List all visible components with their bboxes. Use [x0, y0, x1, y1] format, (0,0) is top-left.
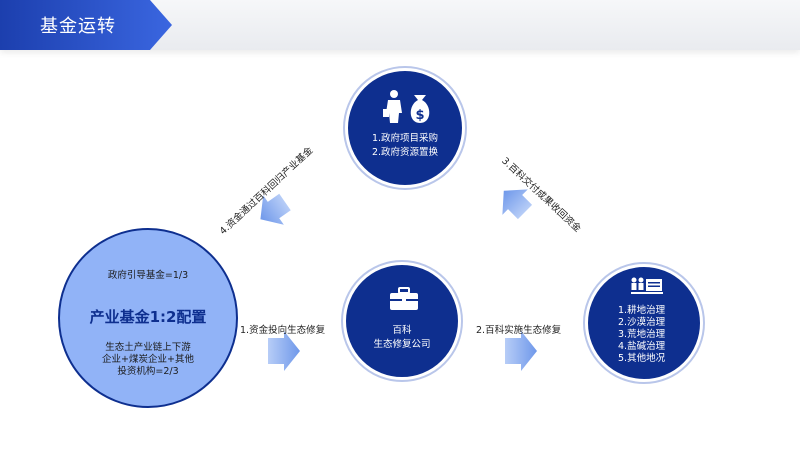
- governance-item-5: 5.其他地况: [618, 353, 666, 364]
- company-circle: 百科 生态修复公司: [343, 262, 461, 380]
- government-line-2: 2.政府资源置换: [371, 147, 439, 158]
- government-line-1: 1.政府项目采购: [371, 133, 439, 144]
- briefcase-icon: [390, 287, 418, 310]
- governance-circle: 1.耕地治理 2.沙漠治理 3.荒地治理 4.盐碱治理 5.其他地况: [585, 264, 703, 382]
- flow-label-2: 2.百科实施生态修复: [476, 325, 562, 336]
- governance-item-1: 1.耕地治理: [618, 305, 666, 316]
- governance-item-3: 3.荒地治理: [618, 329, 666, 340]
- arrow-governance-to-government: [502, 189, 533, 220]
- company-line-2: 生态修复公司: [373, 339, 431, 350]
- company-line-1: 百科: [392, 325, 412, 336]
- svg-text:$: $: [415, 108, 424, 123]
- fund-title: 产业基金1:2配置: [89, 308, 207, 326]
- governance-item-2: 2.沙漠治理: [618, 317, 666, 328]
- farmland-icon: [631, 277, 663, 294]
- government-circle: $ 1.政府项目采购 2.政府资源置换: [345, 68, 465, 188]
- industry-fund-circle: 政府引导基金=1/3 产业基金1:2配置 生态土产业链上下游 企业+煤炭企业+其…: [58, 228, 238, 408]
- flow-label-1: 1.资金投向生态修复: [240, 325, 326, 336]
- businessman-icon: $: [383, 90, 430, 123]
- fund-bottom-line-1: 生态土产业链上下游: [105, 342, 191, 353]
- fund-government-share: 政府引导基金=1/3: [107, 270, 189, 281]
- arrow-fund-to-company: [268, 331, 300, 371]
- page-title: 基金运转: [40, 16, 116, 37]
- governance-item-4: 4.盐碱治理: [618, 341, 666, 352]
- arrow-government-to-fund: [260, 193, 291, 225]
- arrow-company-to-governance: [505, 331, 537, 371]
- money-bag-icon: $: [410, 95, 430, 123]
- fund-bottom-line-3: 投资机构=2/3: [117, 366, 179, 377]
- fund-bottom-line-2: 企业+煤炭企业+其他: [102, 354, 194, 365]
- title-tab: [0, 0, 172, 50]
